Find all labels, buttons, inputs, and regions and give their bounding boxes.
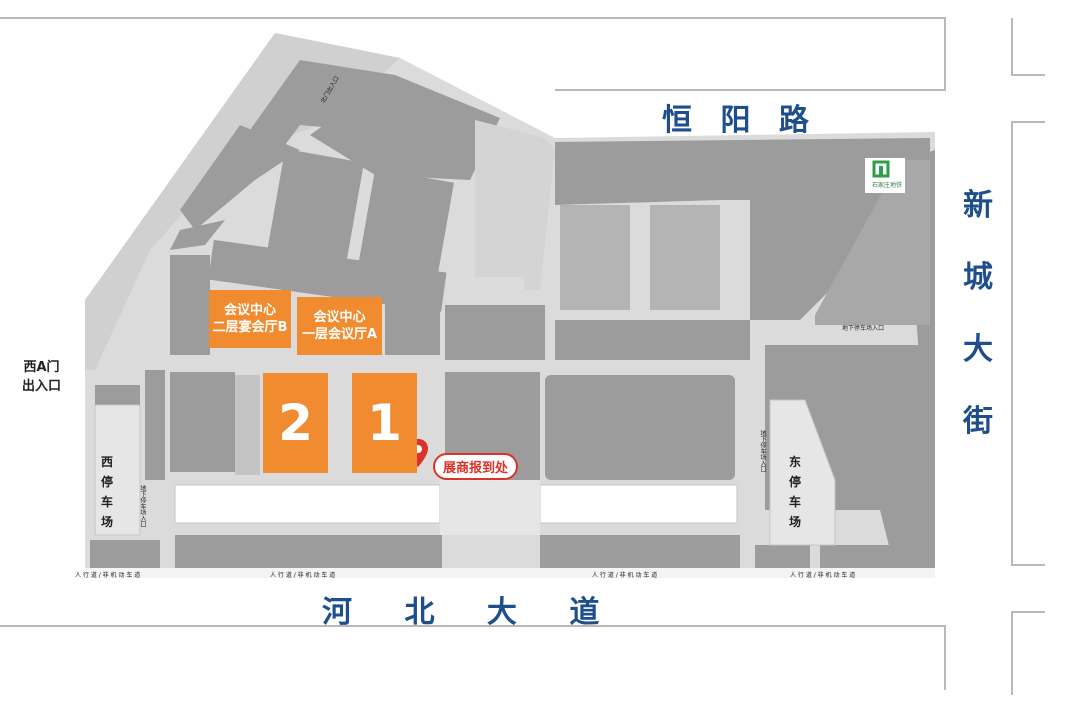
sidewalk-label-1: 人 行 道 / 非 机 动 车 道 [75, 572, 141, 579]
walkways [85, 480, 935, 578]
sidewalk-label-3: 人 行 道 / 非 机 动 车 道 [592, 572, 658, 579]
hall-2[interactable]: 2 [263, 373, 328, 473]
sidewalk-label-2: 人 行 道 / 非 机 动 车 道 [270, 572, 336, 579]
sidewalk-label-4: 人 行 道 / 非 机 动 车 道 [790, 572, 856, 579]
road-north-label: 恒 阳 路 [662, 103, 809, 138]
underground-entrance-east: 地下停车场入口 [842, 325, 885, 332]
east-parking-area [769, 399, 836, 546]
metro-logo-icon [865, 158, 905, 193]
metro-logo-text: 石家庄地铁 [872, 182, 903, 189]
underground-entrance-west: 地下停车场入口 [139, 485, 146, 527]
west-gate-label: 西A门 出入口 [22, 358, 61, 396]
conference-hall-a-line1: 会议中心 [313, 310, 366, 325]
west-gate-line2: 出入口 [22, 379, 62, 394]
conference-hall-b[interactable]: 会议中心 二层宴会厅B [209, 290, 291, 348]
conference-hall-b-line1: 会议中心 [223, 303, 276, 318]
west-gate-line1: 西A门 [23, 360, 60, 375]
road-east-label: 新 城 大 街 [963, 188, 993, 439]
underground-entrance-mid: 地下停车场入口 [759, 430, 766, 472]
road-south-label: 河 北 大 道 [322, 595, 600, 630]
conference-hall-a[interactable]: 会议中心 一层会议厅A [297, 297, 382, 355]
hall-1[interactable]: 1 [352, 373, 417, 473]
buildings [90, 60, 935, 570]
west-parking-label: 西 停 车 场 [100, 455, 113, 529]
conference-hall-b-line2: 二层宴会厅B [212, 320, 288, 335]
east-parking-label: 东 停 车 场 [788, 455, 801, 529]
conference-hall-a-line2: 一层会议厅A [301, 327, 378, 342]
road-boundaries [0, 17, 1045, 695]
west-parking-area [94, 404, 141, 536]
registration-label[interactable]: 展商报到处 [433, 453, 519, 480]
